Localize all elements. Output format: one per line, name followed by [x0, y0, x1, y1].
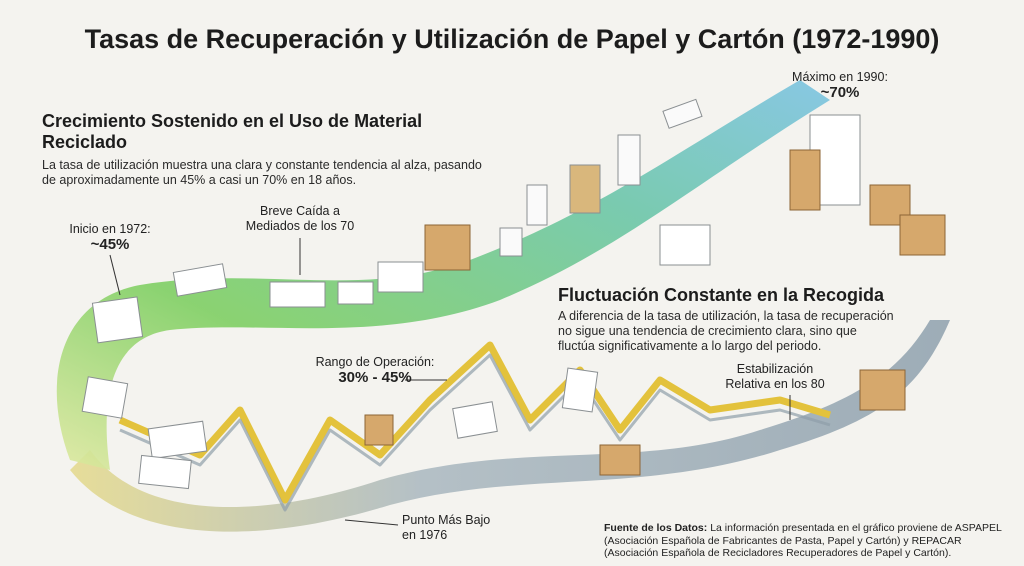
utilization-section: Crecimiento Sostenido en el Uso de Mater… — [42, 111, 512, 188]
callout-stabilization: Estabilización Relativa en los 80 — [715, 362, 835, 392]
recovery-rate-line — [118, 341, 832, 504]
callout-max: Máximo en 1990: ~70% — [775, 70, 905, 100]
callout-dip: Breve Caída a Mediados de los 70 — [235, 204, 365, 234]
recovery-ribbon — [70, 320, 950, 532]
callout-dip-line1: Breve Caída a — [260, 204, 340, 218]
source-text: La información presentada en el gráfico … — [604, 522, 1002, 559]
recovery-rate-shadow — [119, 353, 831, 512]
page-title: Tasas de Recuperación y Utilización de P… — [84, 24, 940, 54]
recovery-section: Fluctuación Constante en la Recogida A d… — [558, 285, 898, 354]
data-source-note: Fuente de los Datos: La información pres… — [604, 522, 1014, 560]
callout-max-value: ~70% — [820, 84, 860, 101]
callout-dip-line2: Mediados de los 70 — [245, 219, 355, 233]
callout-low-line2: en 1976 — [402, 528, 448, 542]
callout-range-label: Rango de Operación: — [315, 355, 435, 369]
callout-start-label: Inicio en 1972: — [69, 222, 151, 236]
cardboard-boxes — [364, 149, 946, 476]
callout-stab-line2: Relativa en los 80 — [725, 377, 825, 391]
utilization-heading: Crecimiento Sostenido en el Uso de Mater… — [42, 111, 423, 152]
recovery-heading: Fluctuación Constante en la Recogida — [558, 285, 885, 305]
callout-max-label: Máximo en 1990: — [792, 70, 888, 84]
recovery-text-2: no sigue una tendencia de crecimiento cl… — [558, 324, 857, 338]
callout-low: Punto Más Bajo en 1976 — [402, 513, 502, 543]
utilization-text-1: La tasa de utilización muestra una clara… — [42, 158, 482, 172]
recovery-text-1: A diferencia de la tasa de utilización, … — [558, 309, 894, 323]
callout-start: Inicio en 1972: ~45% — [55, 222, 165, 252]
paper-rolls — [499, 98, 703, 257]
utilization-ribbon — [56, 80, 830, 470]
callout-leader-lines — [109, 238, 791, 526]
recovery-text-3: fluctúa significativamente a lo largo de… — [558, 339, 822, 353]
source-label: Fuente de los Datos: — [604, 522, 708, 534]
callout-stab-line1: Estabilización — [736, 362, 814, 376]
utilization-text-2: de aproximadamente un 45% a casi un 70% … — [42, 173, 357, 187]
callout-start-value: ~45% — [90, 236, 130, 253]
callout-low-line1: Punto Más Bajo — [402, 513, 491, 527]
callout-range: Rango de Operación: 30% - 45% — [305, 355, 445, 385]
callout-range-value: 30% - 45% — [338, 369, 412, 386]
